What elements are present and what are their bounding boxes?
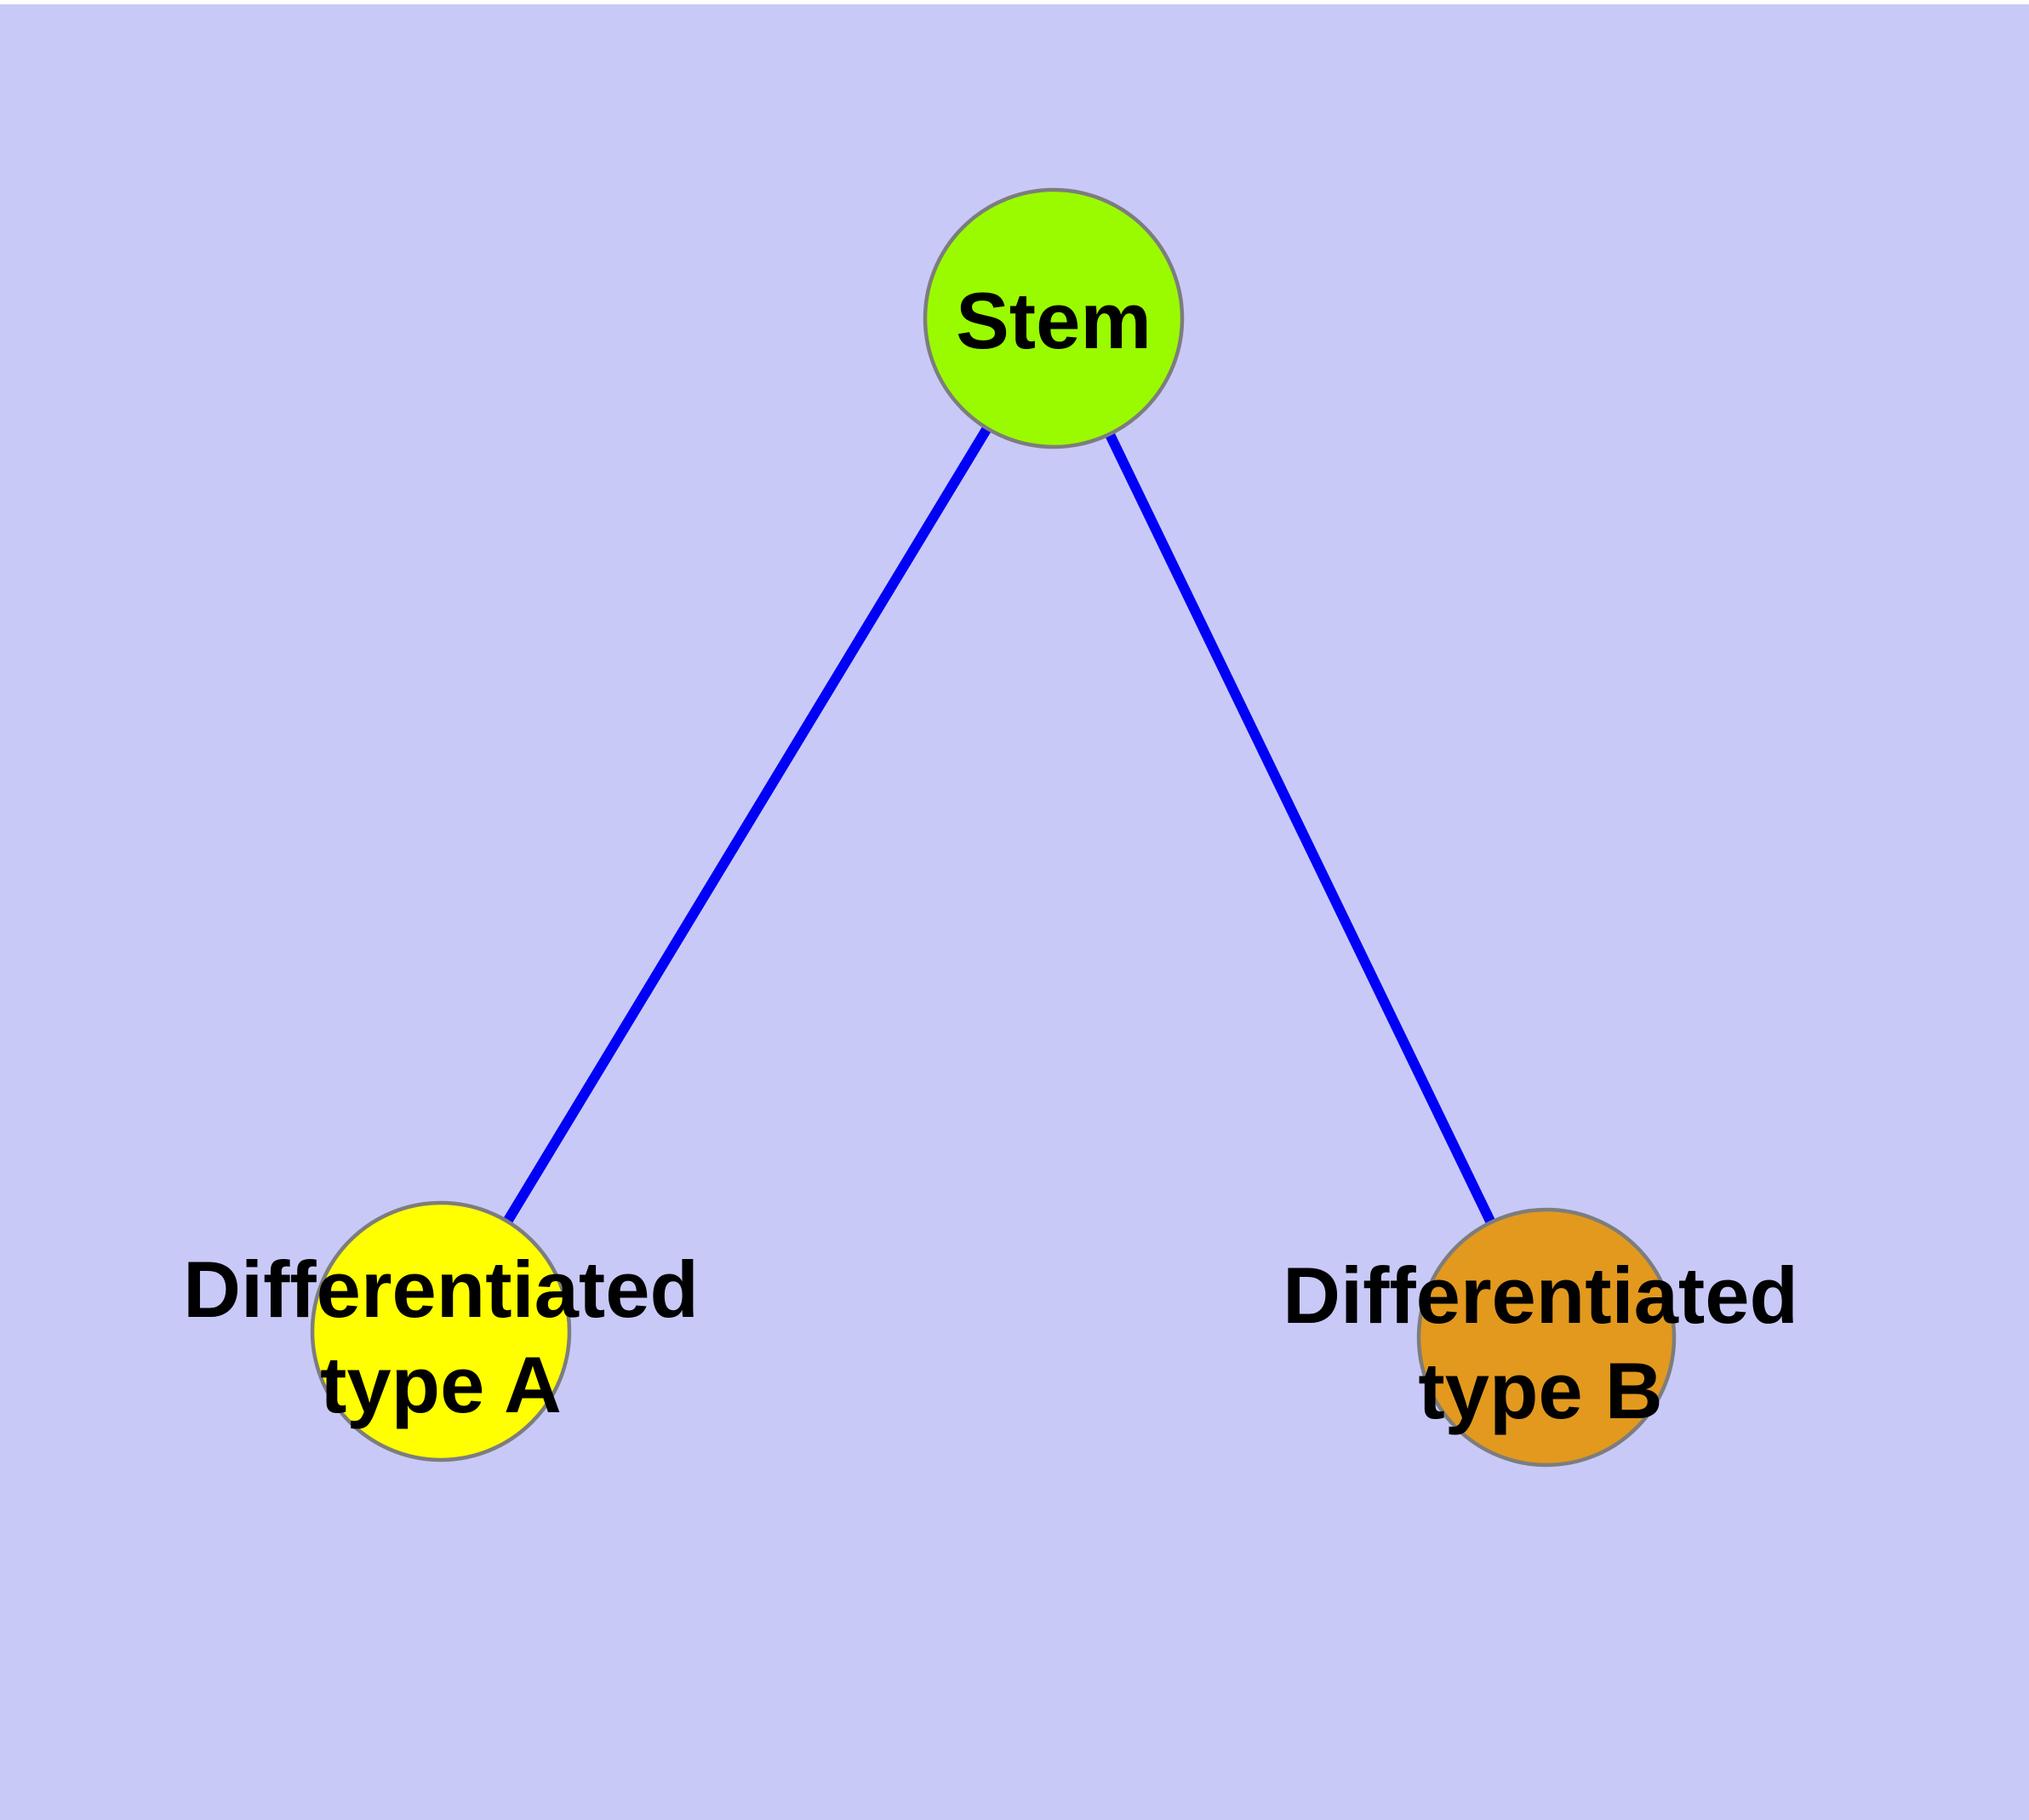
node-type-b-label-line1: Differentiated bbox=[1283, 1251, 1798, 1340]
edge-stem-to-type-b bbox=[1049, 316, 1552, 1340]
node-type-a bbox=[310, 1200, 572, 1462]
node-type-b bbox=[1416, 1207, 1677, 1468]
edge-stem-to-type-a bbox=[436, 315, 1059, 1335]
node-type-b-label-line2: type B bbox=[1418, 1346, 1662, 1435]
node-stem bbox=[923, 187, 1185, 449]
node-stem-label: Stem bbox=[956, 276, 1152, 365]
node-type-a-label-line1: Differentiated bbox=[183, 1245, 699, 1334]
node-type-a-label-line2: type A bbox=[320, 1340, 562, 1429]
